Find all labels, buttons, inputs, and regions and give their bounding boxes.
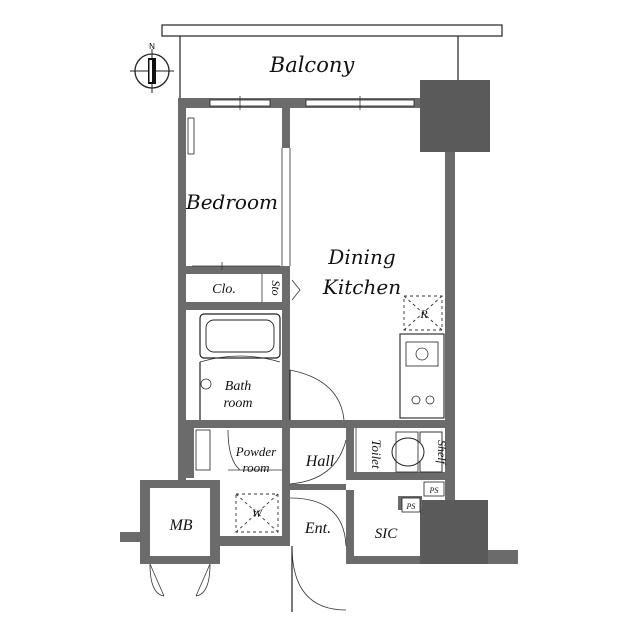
hall-door [289, 369, 347, 485]
powder-room-label: room [243, 460, 270, 475]
compass-north-label: N [149, 42, 155, 51]
bath-door [199, 355, 281, 420]
ps-boxes [401, 481, 445, 513]
room-labels: Balcony Bedroom Dining Kitchen Clo. Sto … [168, 53, 449, 542]
entrance-door [289, 497, 347, 612]
closet-door [192, 262, 280, 270]
closet-label: Clo. [212, 282, 236, 297]
bath-label: Bath [225, 379, 251, 394]
balcony-label: Balcony [269, 53, 356, 77]
refrigerator-space [403, 295, 443, 331]
compass-icon: N [130, 42, 174, 93]
windows [187, 96, 415, 266]
dining-label: Dining [327, 245, 395, 269]
bedroom-label: Bedroom [185, 190, 278, 214]
kitchen-label: Kitchen [322, 275, 401, 299]
walls [120, 80, 518, 564]
powder-label: Powder [235, 444, 277, 459]
balcony-area [161, 24, 503, 98]
refrigerator-label: R [419, 307, 428, 321]
toilet-label: Toilet [369, 439, 384, 469]
shelf-label: Shelf [435, 440, 449, 466]
powder-sink [195, 429, 282, 471]
mb-doors [149, 563, 211, 597]
washer-label: W [252, 506, 263, 520]
sic-label: SIC [375, 526, 398, 542]
mb-label: MB [168, 517, 192, 534]
hall-label: Hall [305, 453, 335, 470]
ps-label-1: PS [406, 502, 416, 511]
bath-room-label: room [223, 396, 252, 411]
storage-door [261, 274, 301, 302]
storage-label: Sto [269, 280, 283, 295]
ps-label-2: PS [429, 486, 439, 495]
bathtub [199, 313, 281, 359]
kitchen-counter [399, 333, 445, 419]
entrance-label: Ent. [304, 520, 331, 537]
washer-space [235, 493, 279, 533]
toilet-fixture [355, 428, 443, 473]
